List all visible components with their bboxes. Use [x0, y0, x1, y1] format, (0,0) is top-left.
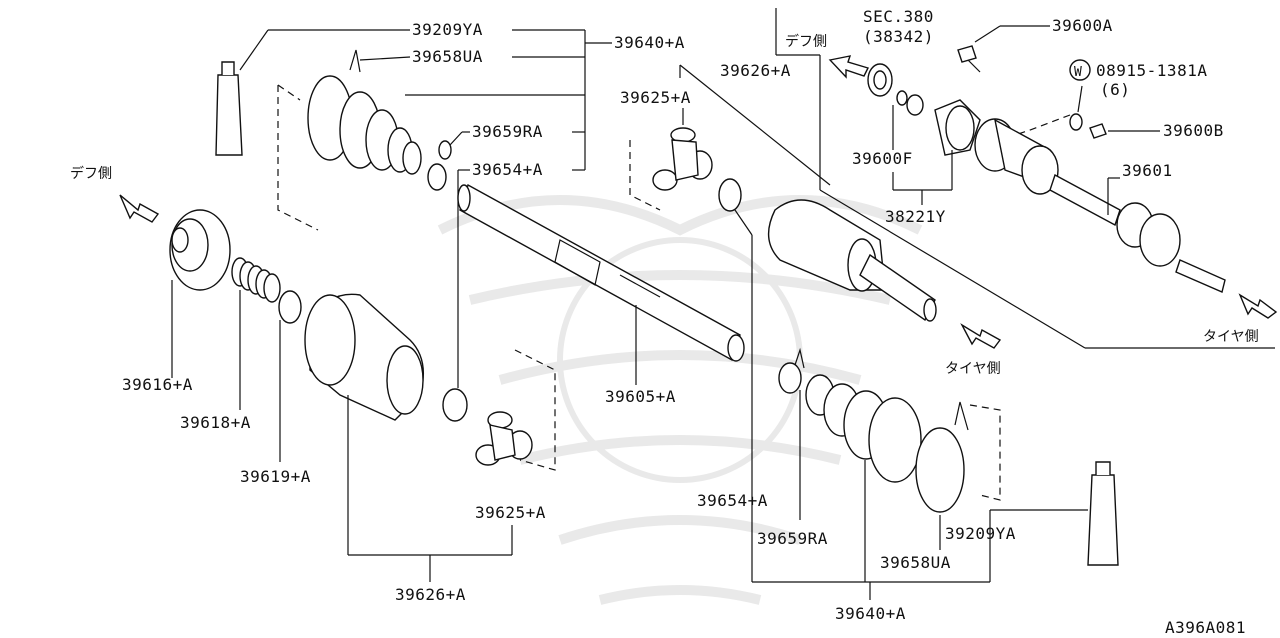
label-39626a-top: 39626+A: [720, 61, 791, 80]
label-39616a: 39616+A: [122, 375, 193, 394]
tripod-upper: [652, 127, 713, 191]
housing-left: [304, 293, 424, 421]
bolt-39600a: [957, 45, 981, 73]
arrow-tire-right-icon: [1238, 293, 1278, 319]
label-39209ya-top: 39209YA: [412, 20, 483, 39]
clamp-band: [915, 427, 965, 513]
label-diff-side-left: デフ側: [70, 165, 112, 182]
figure-code: A396A081: [1165, 618, 1246, 637]
label-39601: 39601: [1122, 161, 1173, 180]
label-39209ya-bottom: 39209YA: [945, 524, 1016, 543]
boot-right: [778, 347, 922, 483]
label-diff-side-right: デフ側: [785, 33, 827, 50]
label-tire-side-mid: タイヤ側: [945, 361, 1001, 377]
arrow-diff-left-icon: [119, 194, 160, 223]
label-08915-qty: (6): [1100, 80, 1130, 99]
label-38342: (38342): [863, 27, 934, 46]
label-sec380: SEC.380: [863, 7, 934, 26]
label-39619a: 39619+A: [240, 467, 311, 486]
label-39625a-top: 39625+A: [620, 88, 691, 107]
label-39600b: 39600B: [1163, 121, 1224, 140]
label-39640a-top: 39640+A: [614, 33, 685, 52]
snap-ring-mid: [718, 178, 742, 212]
label-38221y: 38221Y: [885, 207, 946, 226]
tripod-lower: [475, 411, 533, 466]
grease-tube-top: [215, 29, 269, 156]
label-39605a: 39605+A: [605, 387, 676, 406]
label-39654a-top: 39654+A: [472, 160, 543, 179]
grease-tube-bottom: [1087, 461, 1119, 566]
label-tire-side-right: タイヤ側: [1203, 329, 1259, 345]
label-39658ua-bottom: 39658UA: [880, 553, 951, 572]
label-39640a-bottom: 39640+A: [835, 604, 906, 623]
boot-left: [307, 49, 422, 175]
nut-39600b: [1089, 123, 1107, 139]
label-39659ra-top: 39659RA: [472, 122, 543, 141]
snap-ring-lower: [442, 388, 468, 422]
washer-symbol-icon: [1069, 59, 1091, 81]
label-39600f: 39600F: [852, 149, 913, 168]
label-39600a: 39600A: [1052, 16, 1113, 35]
washer-part: [1069, 113, 1083, 131]
arrow-tire-mid-icon: [960, 323, 1002, 349]
snap-ring: [427, 163, 447, 191]
clamp-small: [438, 140, 452, 160]
outer-joint-mid: [767, 199, 937, 322]
drive-shaft-39601: [896, 90, 1226, 293]
part-39619-ring: [278, 290, 302, 324]
label-39626a-bottom: 39626+A: [395, 585, 466, 604]
label-washer-mark: W: [1074, 65, 1082, 80]
arrow-diff-right-icon: [828, 55, 869, 79]
label-39654a-bottom: 39654+A: [697, 491, 768, 510]
part-39616: [169, 209, 231, 291]
label-39658ua-top: 39658UA: [412, 47, 483, 66]
part-39618-spring: [231, 257, 281, 303]
label-39618a: 39618+A: [180, 413, 251, 432]
shaft-39605: [457, 183, 745, 362]
label-39625a-bottom: 39625+A: [475, 503, 546, 522]
label-39659ra-bottom: 39659RA: [757, 529, 828, 548]
label-08915: 08915-1381A: [1096, 61, 1207, 80]
